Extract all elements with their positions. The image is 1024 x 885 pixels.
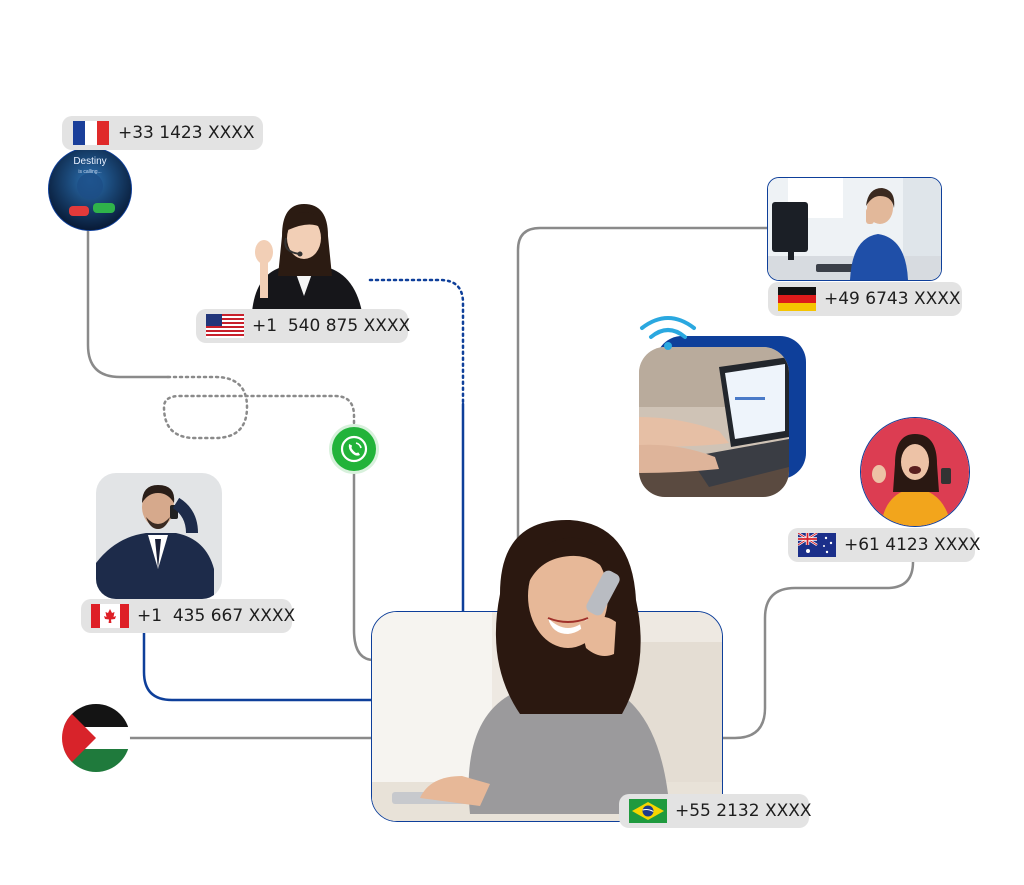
line-canada [142,630,374,702]
phone-call-icon[interactable] [332,427,376,471]
contact-pill-germany[interactable]: +49 6743 XXXX [768,282,962,316]
contact-photo-canada [96,473,222,599]
contact-pill-france[interactable]: +33 1423 XXXX [62,116,263,150]
contact-number: +61 4123 XXXX [844,535,981,555]
contact-photo-germany [767,177,942,281]
brazil-flag-icon [629,799,667,823]
usa-flag-icon [206,314,244,338]
line-loop [162,375,356,440]
france-flag-icon [73,121,109,145]
contact-number: +33 1423 XXXX [118,123,255,143]
palestine-flag-icon [62,704,130,772]
contact-pill-usa[interactable]: +1 540 875 XXXX [196,309,411,343]
caller-name: Destiny [73,156,107,167]
contact-number: +1 540 875 XXXX [252,316,411,336]
line-france [86,224,170,379]
contact-pill-brazil[interactable]: +55 2132 XXXX [619,794,812,828]
phone-screen-avatar [48,147,132,231]
line-australia [720,560,915,740]
contact-photo-australia [860,417,970,527]
line-germany [516,226,772,612]
wifi-icon [638,312,698,352]
contact-pill-australia[interactable]: +61 4123 XXXX [788,528,981,562]
line-call-icon [352,468,376,662]
germany-flag-icon [778,287,816,311]
contact-number: +49 6743 XXXX [824,289,961,309]
contact-pill-canada[interactable]: +1 435 667 XXXX [81,599,296,633]
canada-flag-icon [91,604,129,628]
line-usa-dotted [368,278,465,406]
australia-flag-icon [798,533,836,557]
contact-number: +55 2132 XXXX [675,801,812,821]
caller-status: is calling... [78,169,102,175]
contact-photo-usa [242,196,366,312]
main-caller-figure [400,514,700,814]
contact-number: +1 435 667 XXXX [137,606,296,626]
laptop-photo [639,347,789,497]
